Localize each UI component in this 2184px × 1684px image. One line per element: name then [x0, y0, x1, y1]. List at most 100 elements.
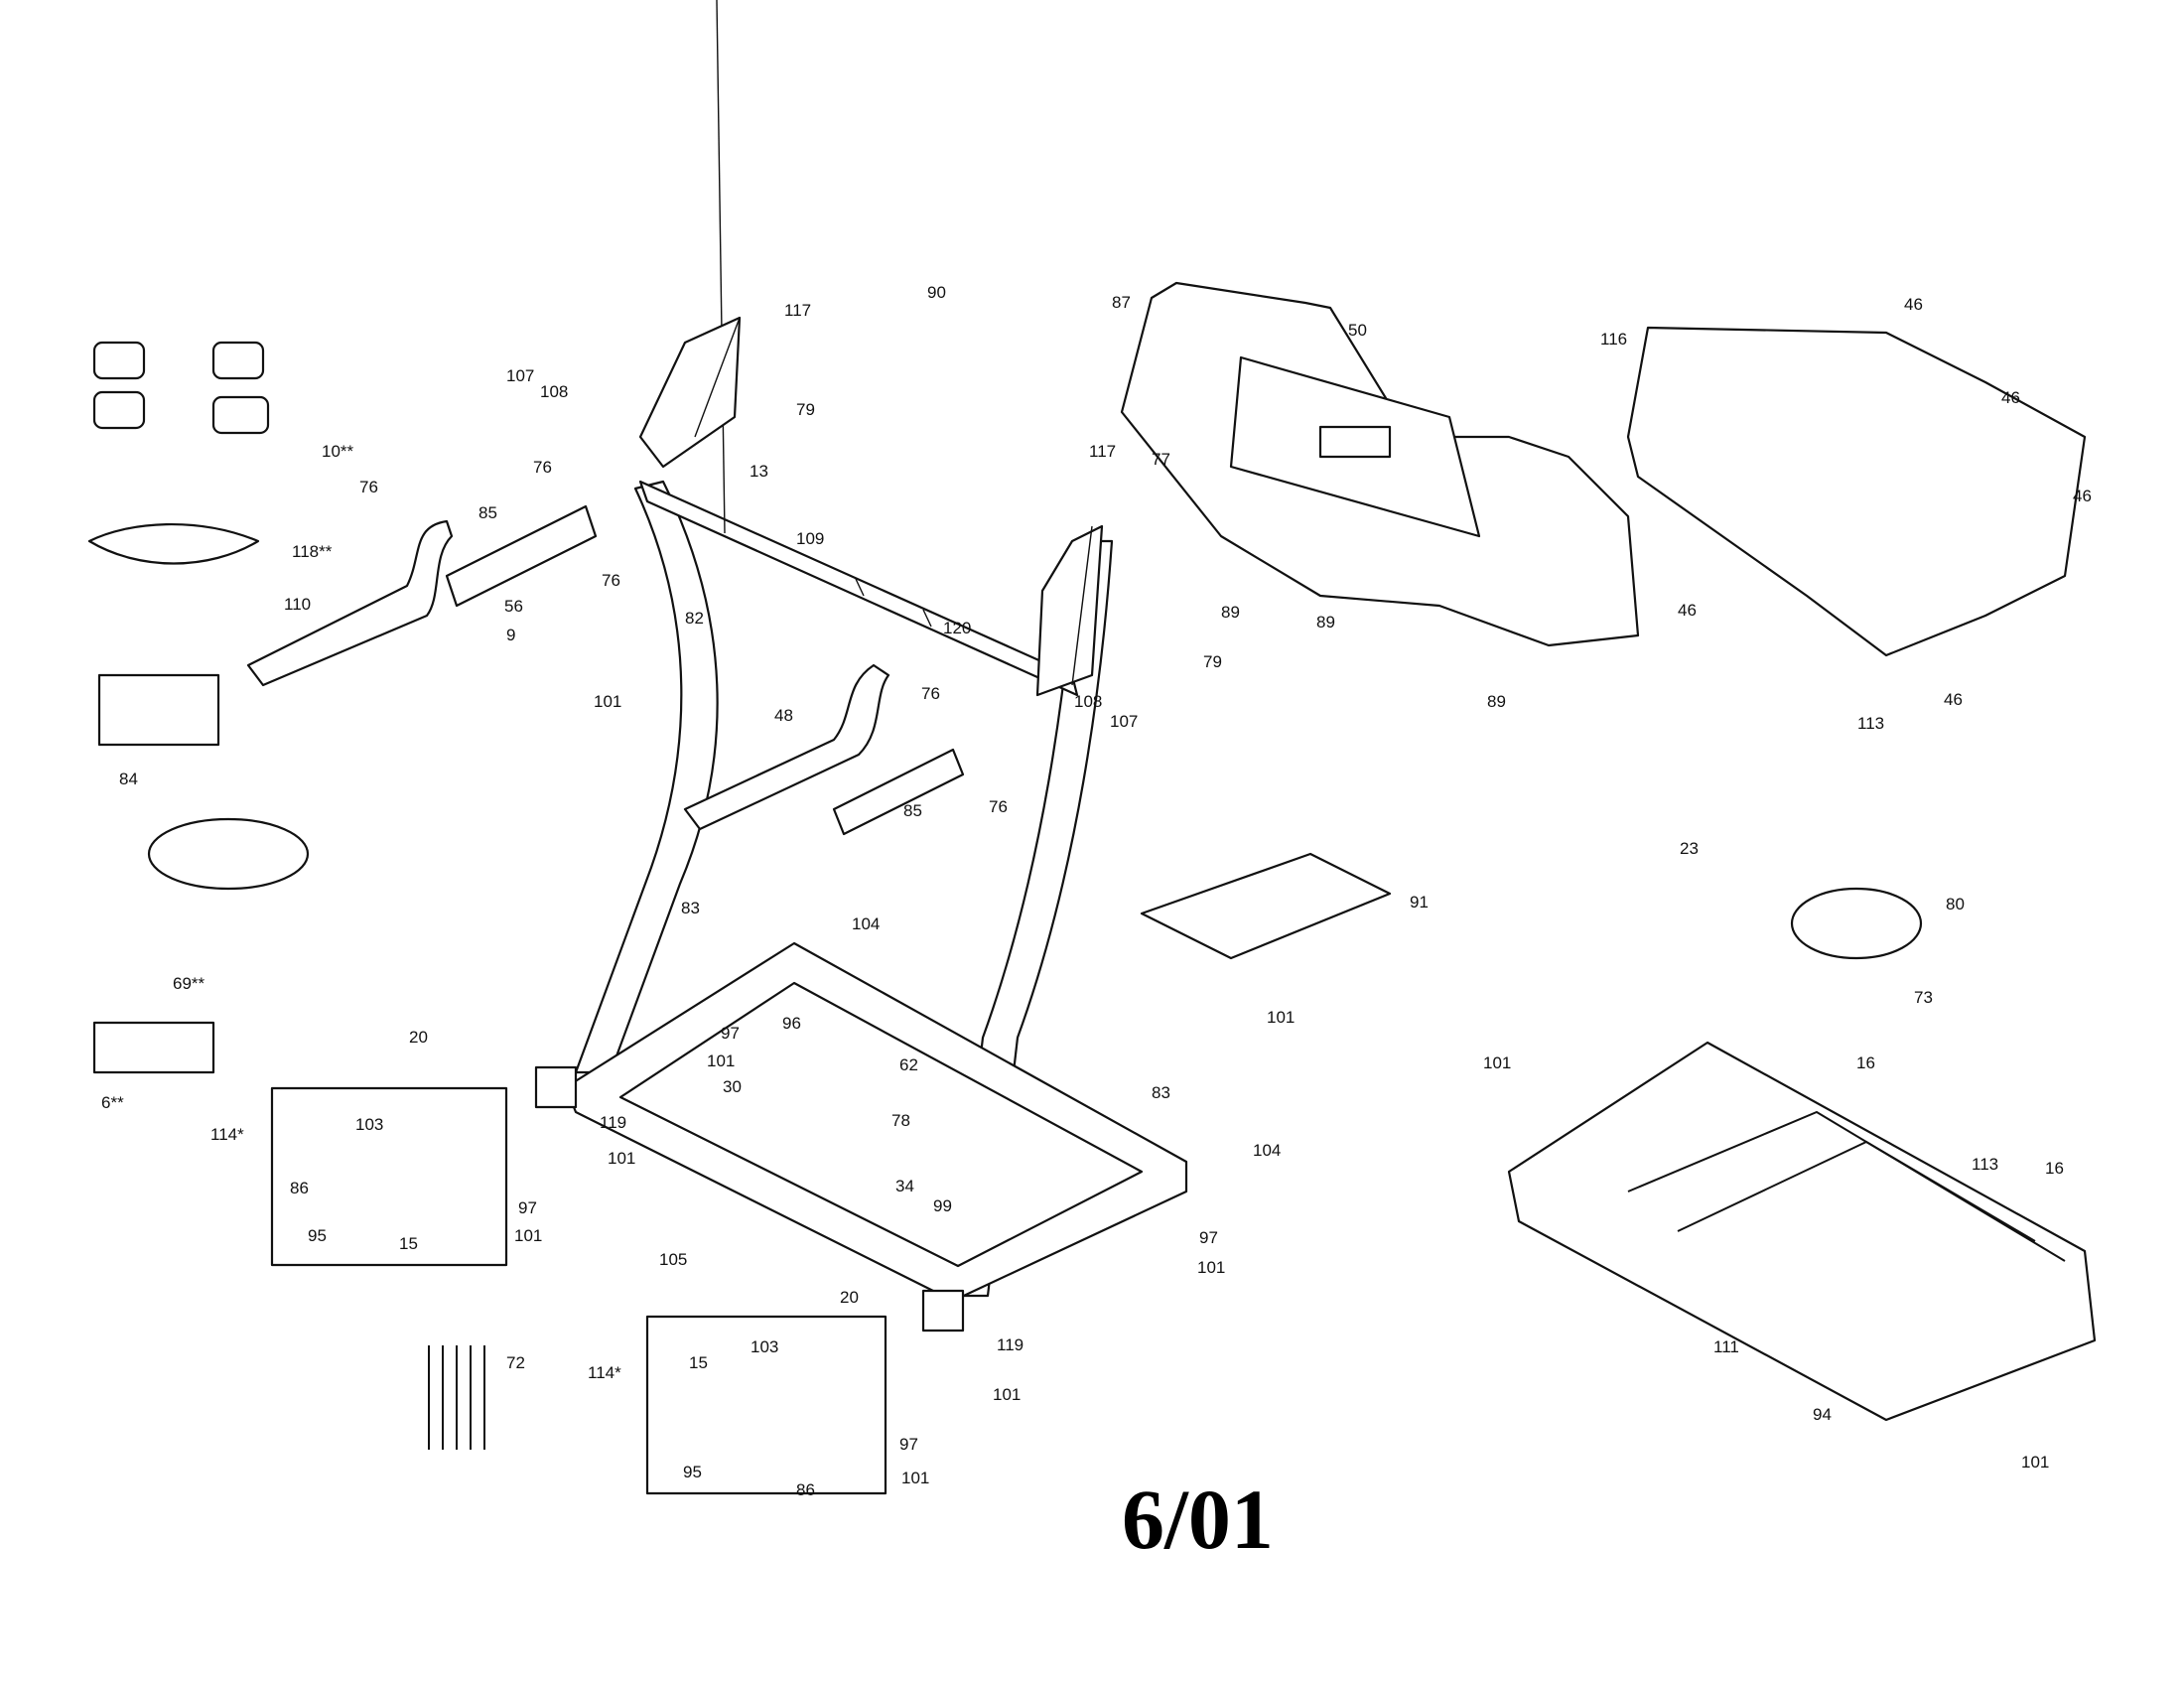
- callout-91: 91: [1410, 893, 1429, 912]
- page-code: 6/01: [1122, 1472, 1274, 1567]
- callout-108b: 108: [1074, 692, 1102, 711]
- power-cord-coil-icon: [1790, 887, 1923, 960]
- callout-104b: 104: [1253, 1141, 1281, 1160]
- right-extension-tube: [832, 748, 965, 836]
- callout-76a: 76: [533, 458, 552, 477]
- callout-108a: 108: [540, 382, 568, 401]
- callout-101g: 101: [1197, 1258, 1225, 1277]
- callout-76c: 76: [602, 571, 620, 590]
- callout-101h: 101: [993, 1385, 1021, 1404]
- callout-79b: 79: [1203, 652, 1222, 671]
- callout-109: 109: [796, 529, 824, 548]
- callout-105: 105: [659, 1250, 687, 1269]
- callout-97d: 97: [899, 1435, 918, 1454]
- callout-84: 84: [119, 770, 138, 788]
- callout-89a: 89: [1221, 603, 1240, 622]
- callout-62: 62: [899, 1055, 918, 1074]
- callout-107a: 107: [506, 366, 534, 385]
- callout-69: 69**: [173, 974, 205, 993]
- callout-46b: 46: [2001, 388, 2020, 407]
- callout-80: 80: [1946, 895, 1965, 913]
- callout-77: 77: [1152, 450, 1170, 469]
- callout-50: 50: [1348, 321, 1367, 340]
- left-arm-rest: [246, 519, 454, 687]
- console: [1120, 281, 1640, 647]
- callout-101i: 101: [901, 1469, 929, 1487]
- callout-76d: 76: [921, 684, 940, 703]
- callout-56: 56: [504, 597, 523, 616]
- caster-box-right: [645, 1315, 887, 1495]
- callout-114a: 114*: [210, 1125, 244, 1144]
- cable-ties-icon: [428, 1345, 485, 1450]
- left-extension-tube: [445, 504, 598, 608]
- callout-101f: 101: [514, 1226, 542, 1245]
- callout-76b: 76: [359, 478, 378, 496]
- callout-34: 34: [895, 1177, 914, 1195]
- callout-16b: 16: [2045, 1159, 2064, 1178]
- callout-89c: 89: [1487, 692, 1506, 711]
- video-case-icon: [97, 673, 220, 747]
- callout-119a: 119: [600, 1113, 626, 1132]
- motor-hood: [1507, 1041, 2097, 1422]
- callout-72: 72: [506, 1353, 525, 1372]
- callout-86b: 86: [796, 1480, 815, 1499]
- callout-90: 90: [927, 283, 946, 302]
- accessory-tray: [1140, 852, 1392, 960]
- callout-96: 96: [782, 1014, 801, 1033]
- callout-99: 99: [933, 1196, 952, 1215]
- cable-coil-icon: [147, 817, 310, 891]
- callout-101d: 101: [1483, 1053, 1511, 1072]
- callout-110: 110: [284, 595, 311, 614]
- callout-119b: 119: [997, 1335, 1024, 1354]
- callout-95a: 95: [308, 1226, 327, 1245]
- callout-76e: 76: [989, 797, 1008, 816]
- base-frame: [534, 941, 1188, 1333]
- callout-46e: 46: [1944, 690, 1963, 709]
- callout-46a: 46: [1904, 295, 1923, 314]
- video-tape-icon: [92, 1021, 215, 1074]
- callout-46d: 46: [1678, 601, 1697, 620]
- callout-87: 87: [1112, 293, 1131, 312]
- callout-101b: 101: [1267, 1008, 1295, 1027]
- callout-79a: 79: [796, 400, 815, 419]
- callout-6: 6**: [101, 1093, 124, 1112]
- right-arm-rest: [683, 663, 890, 831]
- callout-101e: 101: [608, 1149, 635, 1168]
- callout-117b: 117: [1089, 442, 1116, 461]
- upper-right-bracket: [1035, 524, 1104, 697]
- callout-46c: 46: [2073, 487, 2092, 505]
- callout-20b: 20: [840, 1288, 859, 1307]
- callout-15b: 15: [689, 1353, 708, 1372]
- callout-103b: 103: [751, 1337, 778, 1356]
- callout-83a: 83: [681, 899, 700, 917]
- callout-16a: 16: [1856, 1053, 1875, 1072]
- callout-85b: 85: [903, 801, 922, 820]
- callout-15a: 15: [399, 1234, 418, 1253]
- callout-101j: 101: [2021, 1453, 2049, 1472]
- callout-83b: 83: [1152, 1083, 1170, 1102]
- callout-97b: 97: [518, 1198, 537, 1217]
- callout-116: 116: [1600, 330, 1627, 349]
- callout-9: 9: [506, 626, 515, 644]
- callout-82: 82: [685, 609, 704, 628]
- callout-118: 118**: [292, 542, 333, 561]
- callout-111: 111: [1713, 1337, 1739, 1356]
- callout-48: 48: [774, 706, 793, 725]
- dumbbells-icon: [92, 341, 270, 435]
- callout-101c: 101: [707, 1052, 735, 1070]
- callout-13: 13: [750, 462, 768, 481]
- upper-left-bracket: [638, 316, 742, 469]
- callout-78: 78: [891, 1111, 910, 1130]
- callout-30: 30: [723, 1077, 742, 1096]
- callout-117a: 117: [784, 301, 811, 320]
- callout-97a: 97: [721, 1024, 740, 1043]
- callout-10: 10**: [322, 442, 354, 461]
- callout-120: 120: [943, 619, 971, 637]
- callout-107b: 107: [1110, 712, 1138, 731]
- callout-101a: 101: [594, 692, 621, 711]
- callout-85a: 85: [478, 503, 497, 522]
- callout-89b: 89: [1316, 613, 1335, 632]
- callout-113a: 113: [1857, 714, 1884, 733]
- callout-23: 23: [1680, 839, 1699, 858]
